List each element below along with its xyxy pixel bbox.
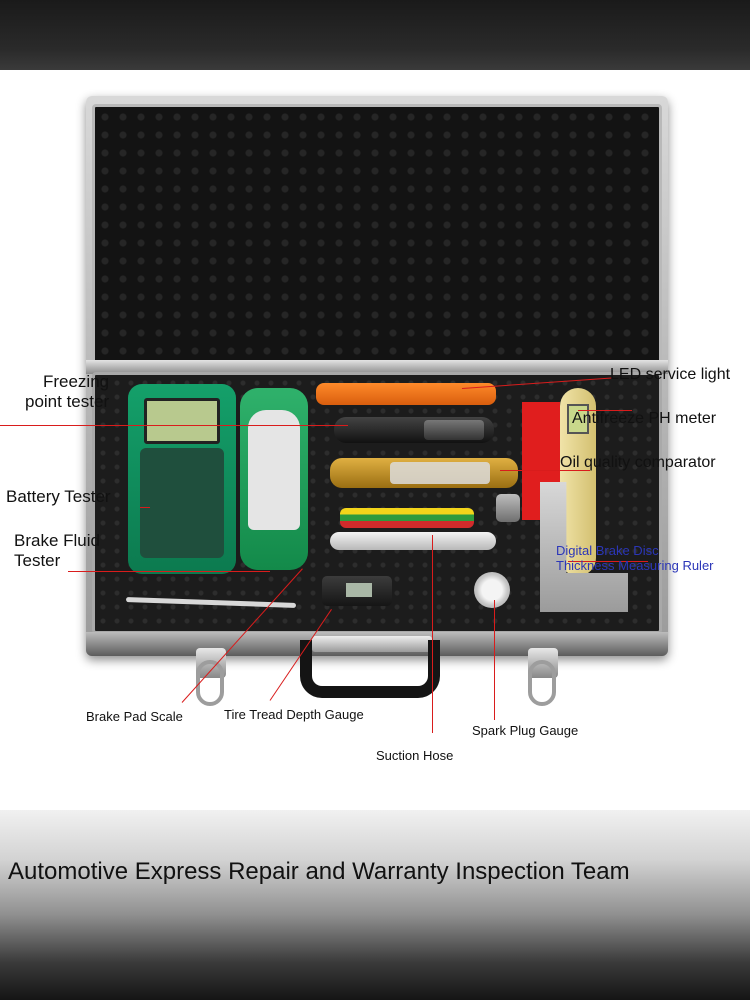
battery-tester-device [128,384,236,574]
handle-mount [312,636,432,652]
right-ring [528,660,556,706]
label-battery-tester: Battery Tester [6,487,111,506]
suction-hose-device [330,532,496,550]
tread-gauge-screen [346,583,372,597]
label-spark-plug-gauge: Spark Plug Gauge [472,723,579,738]
freezing-point-tester-device [334,417,494,443]
case-handle [300,640,440,698]
leader-spark-plug [494,600,495,720]
label-brake-pad-scale: Brake Pad Scale [86,709,183,724]
leader-battery [140,507,150,508]
ph-meter-screen [567,404,589,434]
battery-tester-keypad [140,448,224,558]
brake-fluid-tester-face [248,410,300,530]
spark-plug-gauge-device [474,572,510,608]
label-suction-hose: Suction Hose [376,748,454,763]
small-cap-part [496,494,520,522]
label-brake-fluid-tester: Brake Fluid Tester [14,531,100,570]
oil-comparator-glass [390,462,490,484]
battery-tester-screen [144,398,220,444]
top-dark-band [0,0,750,70]
leader-suction-hose [432,535,433,733]
brake-fluid-tester-device [240,388,308,570]
leader-brake-disc-ruler [568,561,648,562]
footer-gradient [0,810,750,1000]
leader-ph-meter [578,410,632,411]
label-led-service-light: LED service light [610,366,731,383]
case-hinge-frame [86,360,668,374]
tagline: Automotive Express Repair and Warranty I… [8,858,630,885]
leader-brake-fluid [68,571,270,572]
case-lid-foam [92,104,662,366]
leader-freezing-point [0,425,348,426]
label-digital-brake-disc-ruler: Digital Brake Disc Thickness Measuring R… [556,543,714,573]
label-tire-tread-depth-gauge: Tire Tread Depth Gauge [224,707,364,722]
leader-oil-comparator [500,470,590,471]
oil-quality-comparator-device [330,458,518,488]
label-antifreeze-ph-meter: Antifreeze PH meter [572,410,717,427]
tire-tread-gauge-device [322,576,392,606]
refractometer-eyepiece [424,420,484,440]
led-service-light-device [316,383,496,405]
label-oil-quality-comparator: Oil quality comparator [560,454,716,471]
label-freezing-point-tester: Freezing point tester [25,372,110,411]
brake-pad-scale-device [340,508,474,528]
